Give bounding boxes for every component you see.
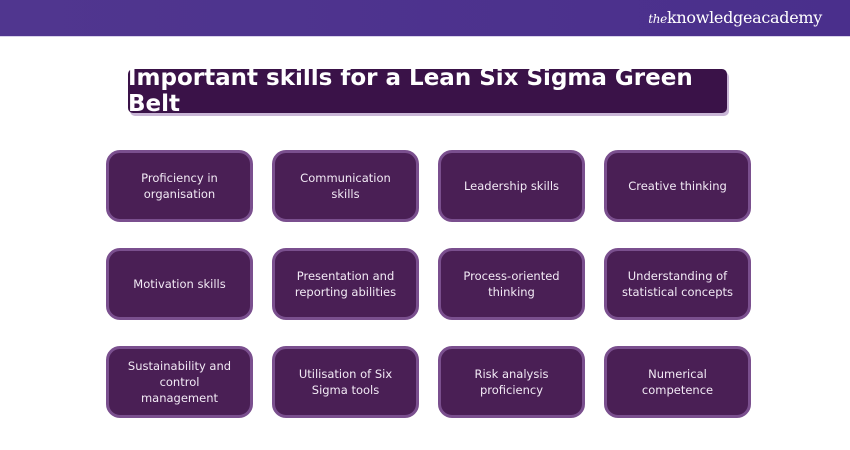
skill-label: Leadership skills [463, 179, 560, 193]
skill-label: Risk analysis proficiency [474, 367, 549, 397]
skill-card: Creative thinking [604, 150, 751, 222]
logo-main: knowledgeacademy [666, 8, 822, 27]
skill-label: Presentation and reporting abilities [294, 269, 397, 299]
skill-label: Creative thinking [628, 179, 727, 193]
skill-card: Understanding of statistical concepts [604, 248, 751, 320]
page-title: Important skills for a Lean Six Sigma Gr… [128, 65, 727, 117]
skill-card: Communication skills [272, 150, 419, 222]
skill-label: Understanding of statistical concepts [621, 269, 733, 299]
skill-card: Presentation and reporting abilities [272, 248, 419, 320]
brand-logo[interactable]: theknowledgeacademy [648, 8, 822, 27]
skill-label: Motivation skills [133, 277, 226, 291]
skill-card: Sustainability and control management [106, 346, 253, 418]
header-bar: theknowledgeacademy [0, 0, 850, 37]
skill-label: Communication skills [300, 171, 391, 201]
skill-label: Proficiency in organisation [141, 171, 218, 201]
skill-card: Process-oriented thinking [438, 248, 585, 320]
skill-label: Sustainability and control management [127, 359, 232, 405]
skill-card: Numerical competence [604, 346, 751, 418]
skill-label: Numerical competence [641, 367, 714, 397]
skill-label: Process-oriented thinking [463, 269, 560, 299]
skill-label: Utilisation of Six Sigma tools [298, 367, 393, 397]
logo-prefix: the [648, 12, 667, 26]
skill-card: Risk analysis proficiency [438, 346, 585, 418]
skill-card: Leadership skills [438, 150, 585, 222]
skill-card: Proficiency in organisation [106, 150, 253, 222]
skill-card: Motivation skills [106, 248, 253, 320]
skill-card: Utilisation of Six Sigma tools [272, 346, 419, 418]
